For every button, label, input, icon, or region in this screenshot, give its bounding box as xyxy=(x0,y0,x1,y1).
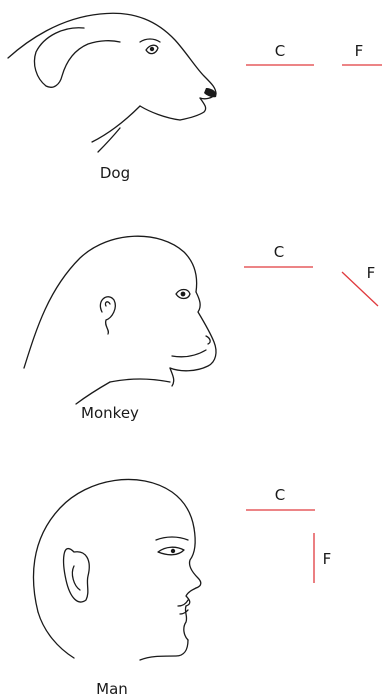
monkey-c-label: C xyxy=(274,243,284,261)
monkey-f-axis-line xyxy=(341,271,379,307)
man-f-label: F xyxy=(323,550,332,568)
man-axis-diagram: C F xyxy=(246,486,331,583)
monkey-f-label: F xyxy=(367,264,376,282)
dog-head-drawing xyxy=(7,12,217,153)
man-panel: Man C F xyxy=(32,478,331,698)
dog-panel: Dog C F xyxy=(7,12,382,182)
dog-f-label: F xyxy=(355,42,364,60)
man-head-drawing xyxy=(32,478,202,661)
dog-c-label: C xyxy=(275,42,285,60)
dog-caption: Dog xyxy=(100,164,130,182)
man-caption: Man xyxy=(96,680,128,698)
monkey-panel: Monkey C F xyxy=(23,235,379,422)
man-c-label: C xyxy=(275,486,285,504)
monkey-axis-diagram: C F xyxy=(244,243,379,307)
dog-axis-diagram: C F xyxy=(246,42,382,66)
monkey-caption: Monkey xyxy=(81,404,139,422)
monkey-head-drawing xyxy=(23,235,217,405)
